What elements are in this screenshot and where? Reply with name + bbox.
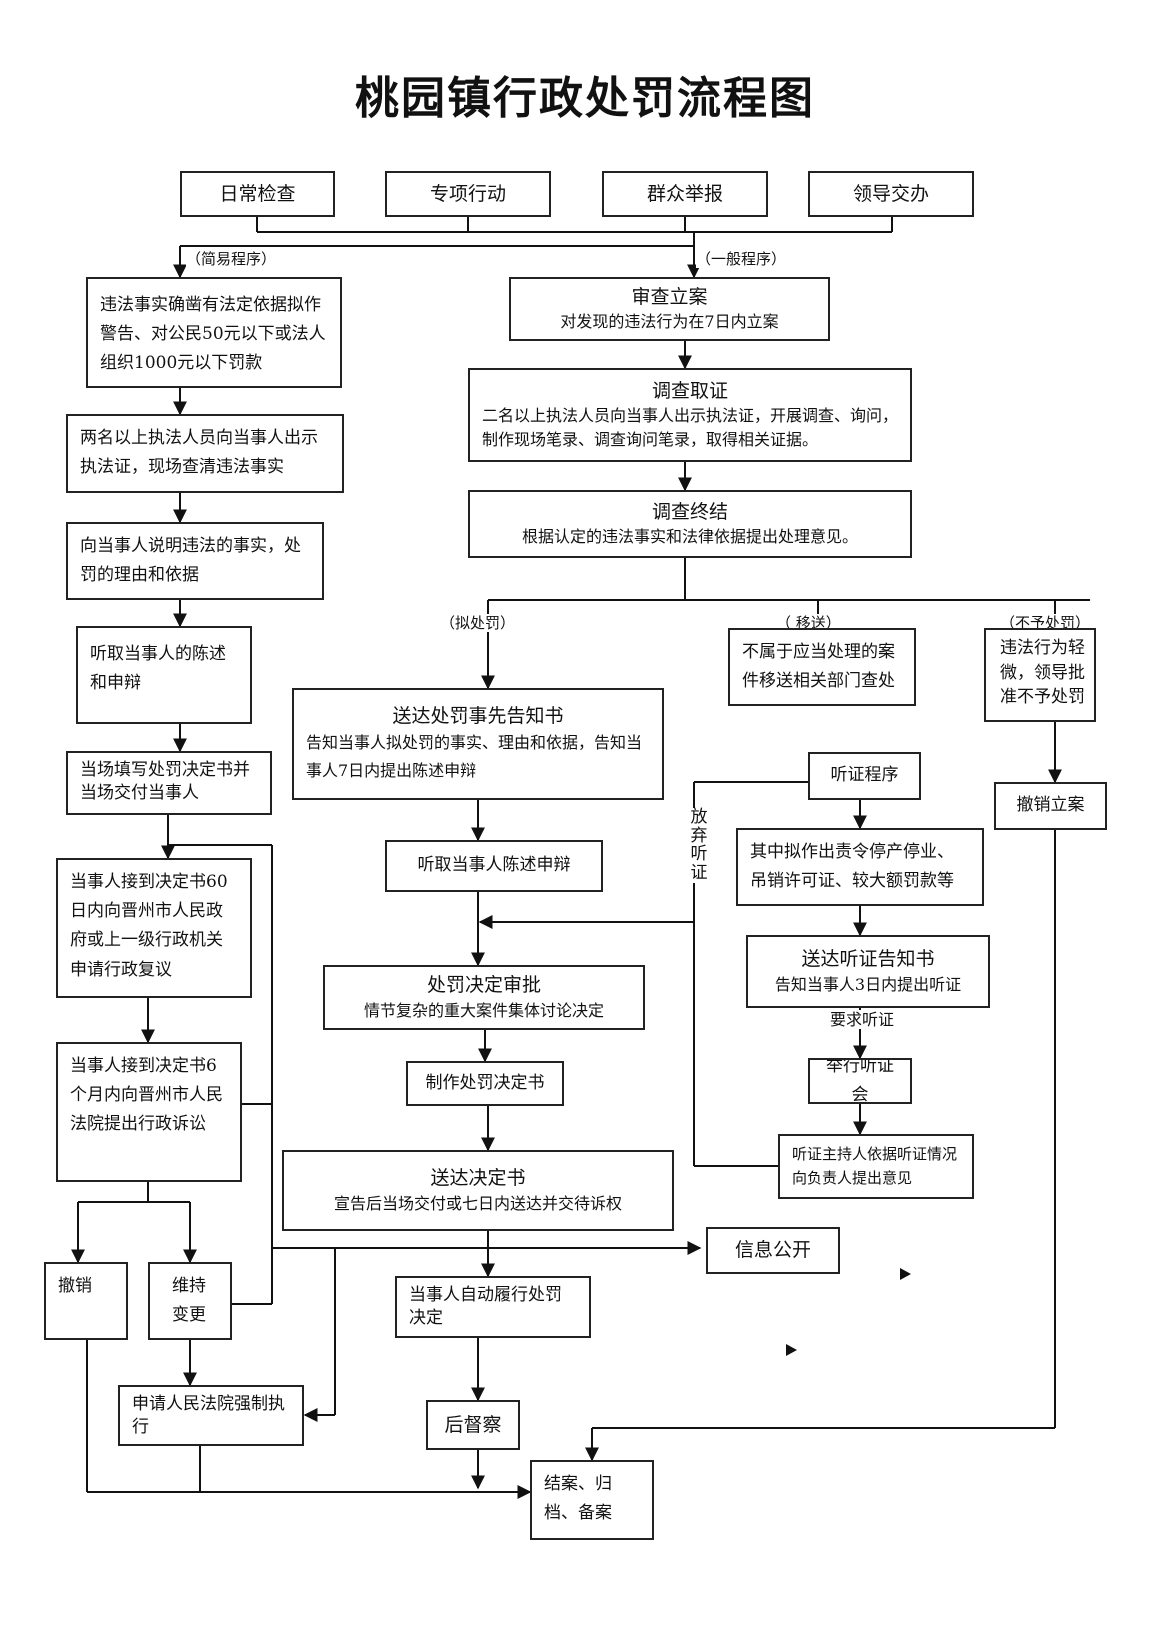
register-case-box: 审查立案 对发现的违法行为在7日内立案: [509, 277, 830, 341]
investigation-conclude-title: 调查终结: [651, 500, 728, 523]
revoke-text: 撤销: [58, 1276, 92, 1296]
stray-arrowhead: [786, 1344, 797, 1356]
hearing-opinion-text: 听证主持人依据听证情况向负责人提出意见: [792, 1145, 958, 1187]
revoke-box: 撤销: [44, 1262, 128, 1340]
hearing-notice-box: 送达听证告知书 告知当事人3日内提出听证: [746, 935, 990, 1008]
source-special-action: 专项行动: [385, 171, 551, 217]
register-case-body: 对发现的违法行为在7日内立案: [560, 312, 779, 332]
label-give-up-hearing: 放弃听证: [690, 807, 708, 884]
penalty-approval-box: 处罚决定审批 情节复杂的重大案件集体讨论决定: [323, 965, 645, 1030]
deliver-decision-box: 送达决定书 宣告后当场交付或七日内送达并交待诉权: [282, 1150, 674, 1231]
maintain-change-text: 维持变更: [172, 1276, 206, 1326]
simple-step-admin-review-text: 当事人接到决定书60日内向晋州市人民政府或上一级行政机关申请行政复议: [70, 872, 228, 980]
source-public-report-label: 群众举报: [646, 182, 723, 205]
simple-step-facts: 违法事实确凿有法定依据拟作警告、对公民50元以下或法人组织1000元以下罚款: [86, 277, 342, 388]
label-transfer: （ 移送）: [776, 614, 841, 632]
simple-step-hear-statement-text: 听取当事人的陈述和申辩: [90, 644, 226, 694]
deliver-decision-title: 送达决定书: [430, 1167, 526, 1190]
hearing-cases-text: 其中拟作出责令停产停业、吊销许可证、较大额罚款等: [750, 842, 954, 892]
source-public-report: 群众举报: [602, 171, 768, 217]
source-leader-assigned-label: 领导交办: [852, 182, 929, 205]
deliver-decision-body: 宣告后当场交付或七日内送达并交待诉权: [333, 1193, 622, 1213]
case-closure-box: 结案、归档、备案: [530, 1460, 654, 1540]
hearing-cases-box: 其中拟作出责令停产停业、吊销许可证、较大额罚款等: [736, 828, 984, 906]
label-request-hearing: 要求听证: [830, 1010, 895, 1030]
make-decision-text: 制作处罚决定书: [425, 1072, 545, 1093]
simple-step-explain: 向当事人说明违法的事实，处罚的理由和依据: [66, 522, 324, 600]
hearing-notice-title: 送达听证告知书: [801, 948, 935, 971]
revoke-case-box: 撤销立案: [994, 782, 1107, 830]
hold-hearing-box: 举行听证会: [808, 1058, 912, 1104]
source-daily-check-label: 日常检查: [219, 182, 296, 205]
simple-step-explain-text: 向当事人说明违法的事实，处罚的理由和依据: [80, 536, 301, 586]
court-enforcement-box: 申请人民法院强制执行: [118, 1385, 304, 1446]
investigate-title: 调查取证: [651, 379, 728, 402]
hold-hearing-text: 举行听证会: [826, 1058, 894, 1104]
simple-step-lawsuit: 当事人接到决定书6个月内向晋州市人民法院提出行政诉讼: [56, 1042, 242, 1182]
source-daily-check: 日常检查: [180, 171, 335, 217]
simple-step-facts-text: 违法事实确凿有法定依据拟作警告、对公民50元以下或法人组织1000元以下罚款: [100, 295, 326, 374]
case-closure-text: 结案、归档、备案: [544, 1474, 612, 1524]
hear-statement-text: 听取当事人陈述申辩: [417, 855, 571, 876]
simple-step-show-id: 两名以上执法人员向当事人出示执法证，现场查清违法事实: [66, 414, 344, 493]
self-perform-box: 当事人自动履行处罚决定: [395, 1276, 591, 1338]
penalty-approval-title: 处罚决定审批: [426, 974, 541, 997]
penalty-approval-body: 情节复杂的重大案件集体讨论决定: [363, 1000, 604, 1020]
no-penalty-box: 违法行为轻微，领导批准不予处罚: [984, 628, 1096, 722]
hearing-procedure-box: 听证程序: [808, 752, 921, 800]
source-special-action-label: 专项行动: [429, 182, 506, 205]
source-leader-assigned: 领导交办: [808, 171, 974, 217]
advance-notice-box: 送达处罚事先告知书 告知当事人拟处罚的事实、理由和依据，告知当事人7日内提出陈述…: [292, 688, 664, 800]
simple-step-decision-onsite: 当场填写处罚决定书并当场交付当事人: [66, 751, 272, 815]
post-supervision-box: 后督察: [426, 1400, 520, 1450]
hearing-procedure-text: 听证程序: [830, 765, 899, 786]
self-perform-text: 当事人自动履行处罚决定: [409, 1285, 562, 1328]
investigation-conclude-box: 调查终结 根据认定的违法事实和法律依据提出处理意见。: [468, 490, 912, 558]
label-simple-procedure: （简易程序）: [186, 250, 277, 268]
post-supervision-text: 后督察: [444, 1413, 502, 1436]
no-penalty-text: 违法行为轻微，领导批准不予处罚: [1000, 638, 1085, 708]
page-title: 桃园镇行政处罚流程图: [355, 73, 815, 124]
hearing-notice-body: 告知当事人3日内提出听证: [774, 974, 962, 994]
investigate-box: 调查取证 二名以上执法人员向当事人出示执法证，开展调查、询问，制作现场笔录、调查…: [468, 368, 912, 462]
simple-step-show-id-text: 两名以上执法人员向当事人出示执法证，现场查清违法事实: [80, 428, 318, 478]
info-disclosure-text: 信息公开: [734, 1239, 811, 1262]
info-disclosure-box: 信息公开: [706, 1227, 840, 1274]
label-propose-penalty: （拟处罚）: [440, 614, 516, 632]
label-general-procedure: （一般程序）: [696, 250, 787, 268]
label-no-penalty: （不予处罚）: [1000, 614, 1091, 632]
court-enforcement-text: 申请人民法院强制执行: [132, 1394, 285, 1437]
investigate-body: 二名以上执法人员向当事人出示执法证，开展调查、询问，制作现场笔录、调查询问笔录，…: [482, 406, 899, 450]
transfer-text: 不属于应当处理的案件移送相关部门查处: [742, 642, 895, 692]
hear-statement-box: 听取当事人陈述申辩: [385, 840, 603, 892]
register-case-title: 审查立案: [631, 285, 708, 308]
investigation-conclude-body: 根据认定的违法事实和法律依据提出处理意见。: [521, 527, 858, 547]
simple-step-admin-review: 当事人接到决定书60日内向晋州市人民政府或上一级行政机关申请行政复议: [56, 858, 252, 998]
advance-notice-body: 告知当事人拟处罚的事实、理由和依据，告知当事人7日内提出陈述申辩: [306, 733, 643, 781]
hearing-opinion-box: 听证主持人依据听证情况向负责人提出意见: [778, 1134, 974, 1199]
transfer-box: 不属于应当处理的案件移送相关部门查处: [728, 628, 916, 706]
advance-notice-title: 送达处罚事先告知书: [392, 704, 564, 727]
maintain-change-box: 维持变更: [148, 1262, 232, 1340]
make-decision-box: 制作处罚决定书: [406, 1061, 564, 1106]
simple-step-decision-onsite-text: 当场填写处罚决定书并当场交付当事人: [80, 760, 250, 803]
stray-arrowhead: [900, 1268, 911, 1280]
revoke-case-text: 撤销立案: [1016, 795, 1085, 816]
simple-step-hear-statement: 听取当事人的陈述和申辩: [76, 626, 252, 724]
simple-step-lawsuit-text: 当事人接到决定书6个月内向晋州市人民法院提出行政诉讼: [70, 1056, 223, 1135]
